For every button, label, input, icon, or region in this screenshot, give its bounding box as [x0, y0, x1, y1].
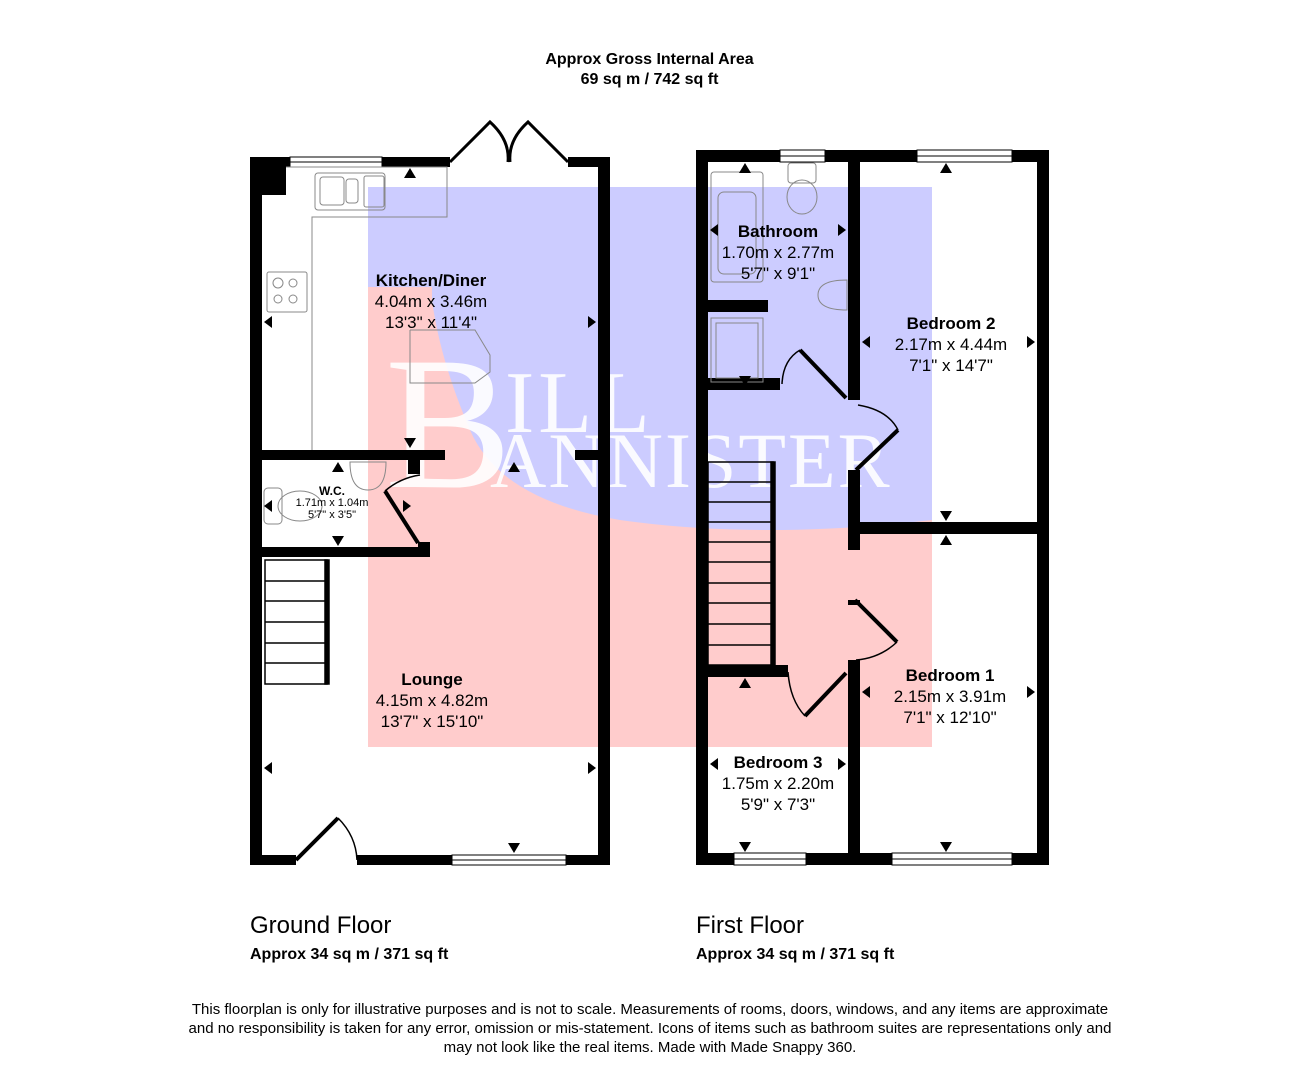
- room-bathroom: Bathroom 1.70m x 2.77m 5'7" x 9'1": [722, 221, 834, 284]
- room-bedroom-3: Bedroom 3 1.75m x 2.20m 5'9" x 7'3": [722, 752, 834, 815]
- disclaimer-line-2: and no responsibility is taken for any e…: [188, 1020, 1112, 1037]
- first-floor-doors: [781, 348, 900, 718]
- room-imperial: 5'7" x 3'5": [307, 509, 357, 521]
- first-floor-area: Approx 34 sq m / 371 sq ft: [696, 946, 895, 963]
- disclaimer: This floorplan is only for illustrative …: [150, 1000, 1150, 1057]
- room-bedroom-1: Bedroom 1 2.15m x 3.91m 7'1" x 12'10": [894, 665, 1006, 728]
- room-bedroom-2: Bedroom 2 2.17m x 4.44m 7'1" x 14'7": [895, 313, 1007, 376]
- room-kitchen-diner: Kitchen/Diner 4.04m x 3.46m 13'3" x 11'4…: [375, 270, 487, 333]
- ground-floor-stairs: [264, 559, 330, 685]
- room-imperial: 7'1" x 12'10": [903, 708, 997, 727]
- room-metric: 2.17m x 4.44m: [894, 335, 1008, 354]
- room-imperial: 13'7" x 15'10": [380, 712, 484, 731]
- svg-text:ILL: ILL: [505, 355, 654, 452]
- room-name: Bedroom 3: [733, 753, 823, 772]
- room-imperial: 7'1" x 14'7": [909, 356, 993, 375]
- room-name: Bedroom 1: [905, 666, 995, 685]
- bathroom-fittings: [710, 162, 848, 383]
- room-metric: 1.75m x 2.20m: [721, 774, 835, 793]
- disclaimer-line-3: may not look like the real items. Made w…: [443, 1039, 857, 1056]
- room-name: Kitchen/Diner: [375, 271, 487, 290]
- room-metric: 4.04m x 3.46m: [374, 292, 488, 311]
- room-imperial: 13'3" x 11'4": [385, 313, 477, 332]
- disclaimer-line-1: This floorplan is only for illustrative …: [191, 1001, 1109, 1018]
- kitchen-fittings: [263, 166, 491, 525]
- room-metric: 2.15m x 3.91m: [893, 687, 1007, 706]
- room-name: Lounge: [401, 670, 463, 689]
- room-imperial: 5'9" x 7'3": [740, 795, 816, 814]
- room-metric: 4.15m x 4.82m: [375, 691, 489, 710]
- svg-text:ANNISTER: ANNISTER: [490, 417, 892, 504]
- gross-area-title: Approx Gross Internal Area: [545, 51, 754, 68]
- room-name: Bedroom 2: [906, 314, 996, 333]
- first-floor-windows: [733, 149, 1013, 866]
- dimension-arrows: [264, 163, 1035, 853]
- ground-floor-area: Approx 34 sq m / 371 sq ft: [250, 946, 449, 963]
- room-lounge: Lounge 4.15m x 4.82m 13'7" x 15'10": [376, 669, 488, 732]
- room-wc: W.C. 1.71m x 1.04m 5'7" x 3'5": [296, 485, 369, 521]
- room-name: Bathroom: [737, 222, 819, 241]
- room-imperial: 5'7" x 9'1": [740, 264, 816, 283]
- gross-area-value: 69 sq m / 742 sq ft: [580, 71, 719, 88]
- room-name: W.C.: [318, 484, 345, 498]
- first-floor-stairs: [707, 461, 776, 666]
- ground-floor-title: Ground Floor: [250, 912, 392, 939]
- ground-floor-doors: [294, 119, 570, 862]
- room-metric: 1.70m x 2.77m: [721, 243, 835, 262]
- svg-text:B: B: [385, 319, 512, 529]
- room-metric: 1.71m x 1.04m: [295, 497, 369, 509]
- first-floor-title: First Floor: [696, 912, 804, 939]
